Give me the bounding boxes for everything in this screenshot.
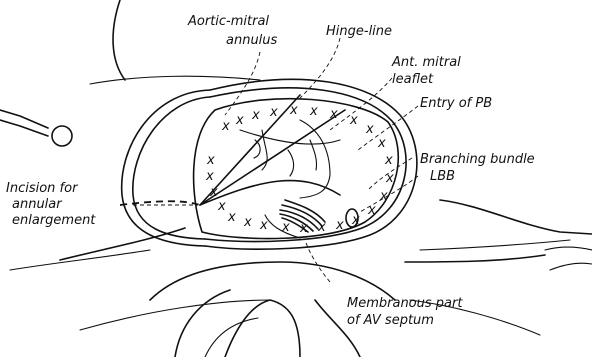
svg-text:x: x — [235, 113, 244, 128]
svg-text:x: x — [269, 105, 278, 120]
label-leaflet: leaflet — [392, 72, 434, 87]
svg-text:x: x — [259, 218, 268, 233]
svg-text:x: x — [377, 136, 386, 151]
svg-text:x: x — [335, 218, 344, 233]
incision-line — [120, 201, 200, 205]
label-aortic-mitral: Aortic-mitral — [187, 14, 269, 29]
branching-bundle — [265, 200, 358, 238]
svg-text:x: x — [309, 104, 318, 119]
label-ant-mitral: Ant. mitral — [391, 55, 461, 70]
svg-text:x: x — [365, 122, 374, 137]
label-hinge-line: Hinge-line — [326, 24, 392, 39]
label-av-septum: of AV septum — [347, 313, 434, 328]
svg-text:x: x — [385, 171, 394, 186]
svg-text:x: x — [251, 108, 260, 123]
label-membranous: Membranous part — [347, 296, 463, 311]
label-entry-pb: Entry of PB — [420, 96, 492, 111]
svg-text:x: x — [205, 169, 214, 184]
label-lbb: LBB — [430, 169, 455, 184]
label-incision: Incision for — [6, 181, 79, 196]
svg-text:x: x — [243, 215, 252, 230]
svg-text:x: x — [227, 210, 236, 225]
svg-text:x: x — [367, 203, 376, 218]
svg-text:x: x — [349, 113, 358, 128]
svg-text:x: x — [384, 153, 393, 168]
label-annular: annular — [12, 197, 63, 212]
leader-lines — [133, 38, 418, 282]
svg-text:x: x — [206, 153, 215, 168]
label-annulus: annulus — [226, 33, 278, 48]
label-enlargement: enlargement — [12, 213, 96, 228]
label-branching-bundle: Branching bundle — [420, 152, 535, 167]
svg-text:x: x — [221, 119, 230, 134]
annotations: Aortic-mitral annulus Hinge-line Ant. mi… — [6, 14, 535, 328]
svg-text:x: x — [217, 199, 226, 214]
